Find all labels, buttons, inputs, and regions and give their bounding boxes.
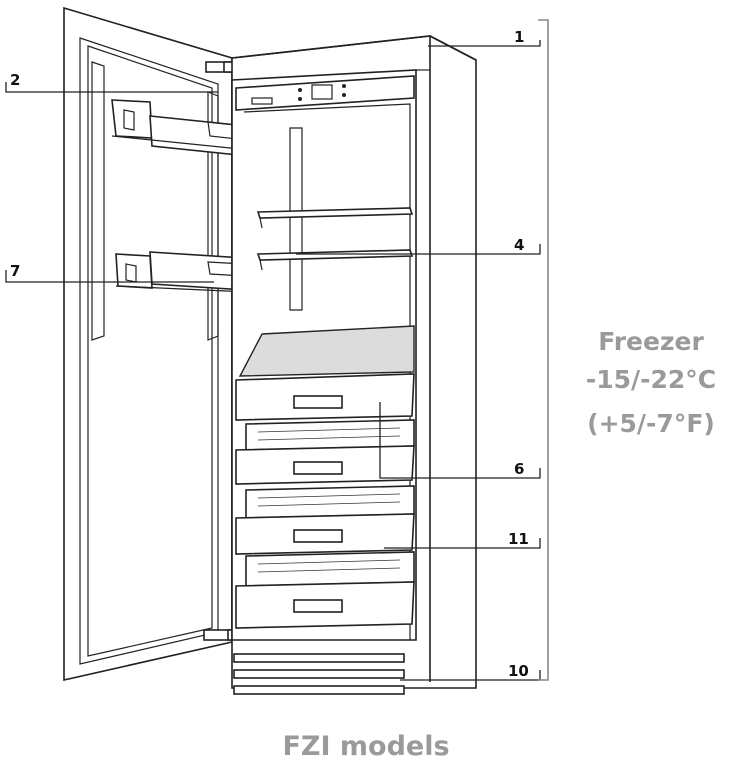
shelf-lower xyxy=(256,249,414,271)
basket-3 xyxy=(245,551,415,587)
callout-label-1: 1 xyxy=(514,28,524,46)
cabinet xyxy=(231,35,477,695)
drawer-1 xyxy=(235,373,415,421)
callout-label-2: 2 xyxy=(10,71,20,89)
zone-temp-fahrenheit: (+5/-7°F) xyxy=(587,409,715,438)
callout-label-7: 7 xyxy=(10,262,20,280)
door xyxy=(63,6,253,682)
callout-label-6: 6 xyxy=(514,460,524,478)
zone-bracket xyxy=(538,19,549,681)
basket-2 xyxy=(245,485,415,519)
shelf-upper xyxy=(256,207,414,229)
callout-2: 2 xyxy=(5,71,218,93)
door-shelf-upper xyxy=(111,99,251,157)
drawer-2 xyxy=(235,445,415,485)
callout-label-11: 11 xyxy=(508,530,529,548)
drawer-4 xyxy=(235,581,415,629)
callout-6: 6 xyxy=(379,402,541,479)
callout-label-4: 4 xyxy=(514,236,524,254)
door-shelf-lower xyxy=(115,251,249,293)
zone-name: Freezer xyxy=(598,327,704,356)
callout-11: 11 xyxy=(384,530,541,549)
model-caption: FZI models xyxy=(282,731,449,762)
toe-kick-grille xyxy=(233,653,405,695)
callout-4: 4 xyxy=(296,236,541,255)
callout-1: 1 xyxy=(428,28,541,47)
callout-label-10: 10 xyxy=(508,662,529,680)
basket-1 xyxy=(245,419,415,451)
zone-temp-celsius: -15/-22°C xyxy=(586,365,716,394)
control-panel xyxy=(235,75,415,111)
callout-7: 7 xyxy=(5,262,214,283)
drawer-3 xyxy=(235,513,415,555)
